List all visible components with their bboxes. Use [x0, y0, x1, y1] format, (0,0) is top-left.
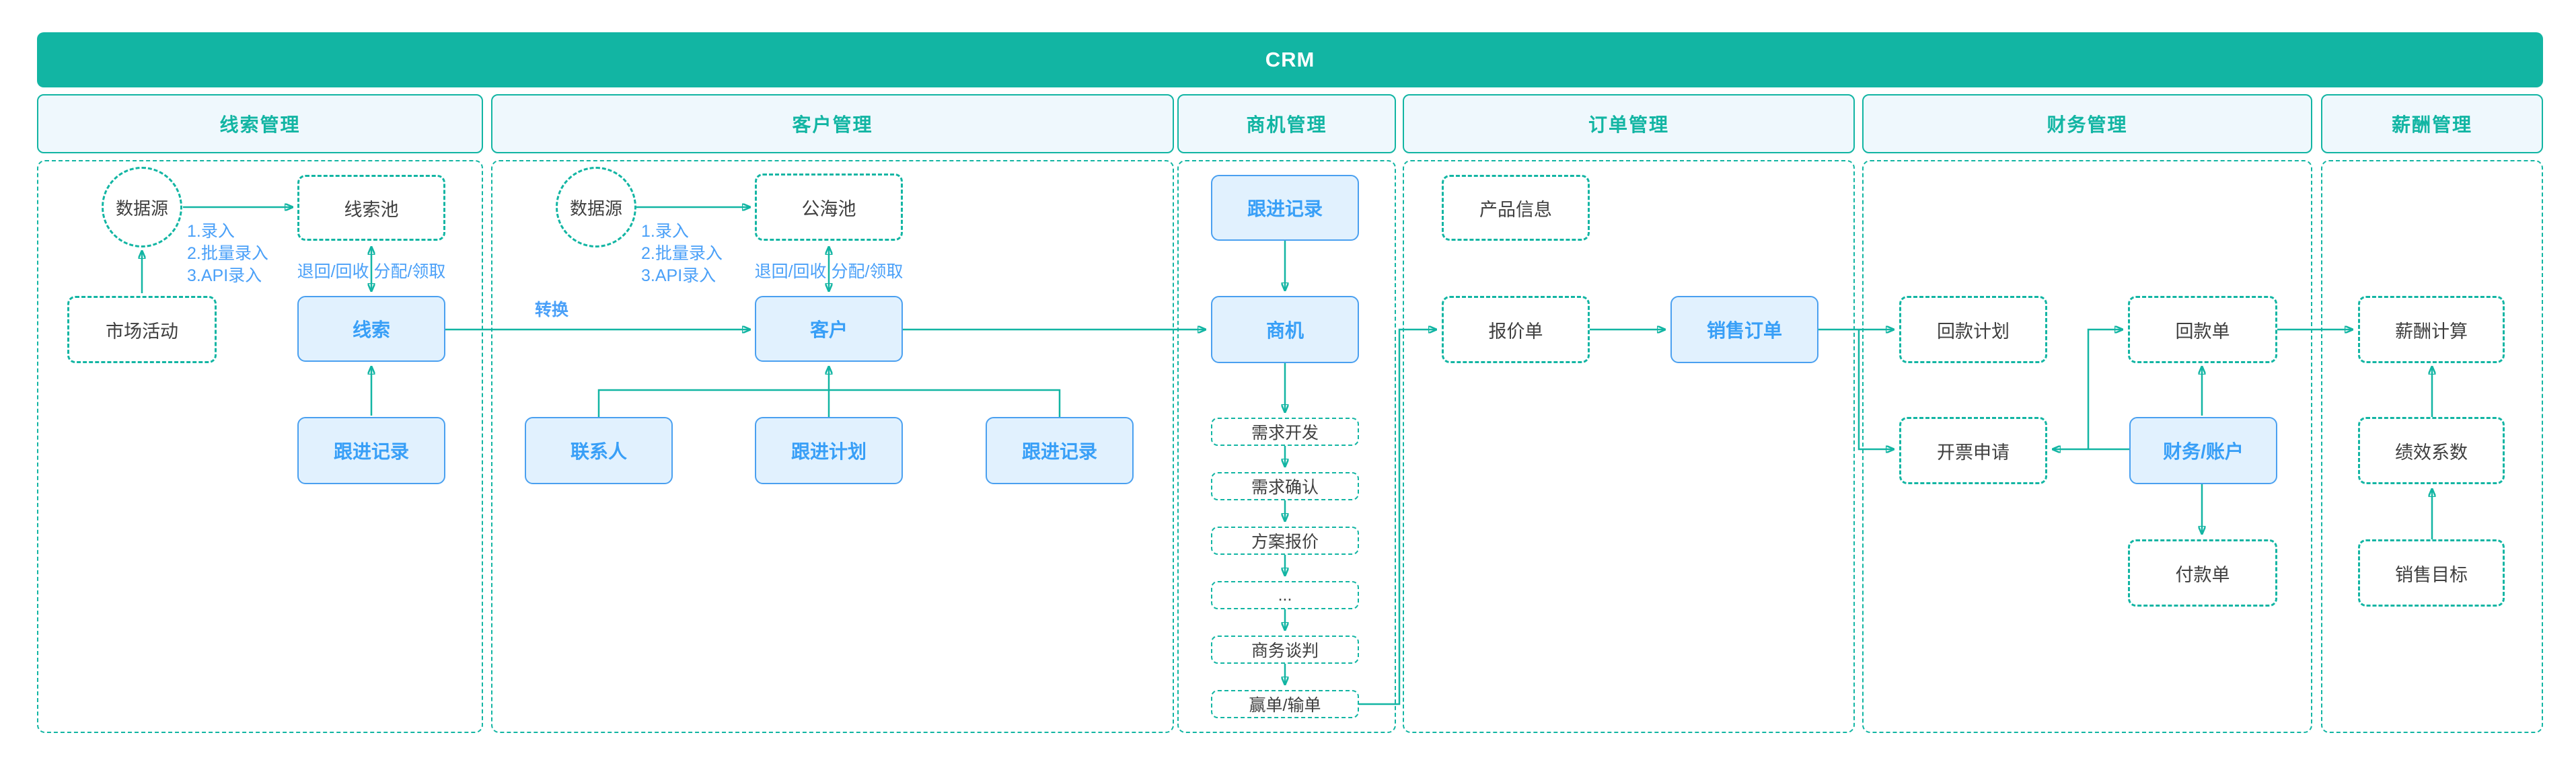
node-label: ... [1278, 585, 1292, 605]
node-label: 付款单 [2175, 564, 2230, 585]
section-title: 薪酬管理 [2391, 114, 2472, 135]
node-open-sea-pool: 公海池 [755, 174, 903, 241]
node-sales-target: 销售目标 [2358, 539, 2505, 607]
node-label: 回款计划 [1937, 321, 2010, 342]
node-performance-factor: 绩效系数 [2358, 417, 2505, 484]
node-product-info: 产品信息 [1442, 175, 1590, 241]
annotation-entry-methods-2: 1.录入 2.批量录入 3.API录入 [641, 222, 723, 285]
node-label: 产品信息 [1479, 199, 1552, 220]
node-label: 销售目标 [2395, 564, 2468, 585]
section-body-payroll-mgmt [2321, 160, 2543, 733]
section-body-lead-mgmt [37, 160, 483, 733]
node-followup-record-2: 跟进记录 [986, 417, 1134, 484]
node-salary-calculation: 薪酬计算 [2358, 296, 2505, 363]
node-label: 跟进计划 [790, 441, 867, 462]
node-quotation: 报价单 [1442, 296, 1590, 363]
node-label: 需求开发 [1251, 424, 1319, 443]
node-label: 赢单/输单 [1249, 696, 1321, 715]
node-label: 方案报价 [1251, 533, 1319, 551]
node-lead: 线索 [297, 296, 445, 362]
node-label: 商机 [1265, 320, 1304, 341]
node-label: 公海池 [801, 198, 856, 219]
node-label: 客户 [809, 319, 848, 340]
node-label: 数据源 [569, 198, 622, 219]
node-label: 数据源 [115, 198, 168, 219]
node-label: 市场活动 [106, 321, 178, 342]
annotation-pool-ops-2: 退回/回收 分配/领取 [754, 262, 904, 281]
section-title: 商机管理 [1246, 114, 1327, 135]
section-header-opportunity-mgmt: 商机管理 [1177, 94, 1396, 153]
node-label: 商务谈判 [1251, 642, 1319, 660]
node-lead-pool: 线索池 [297, 175, 445, 241]
node-stage-win-loss: 赢单/输单 [1211, 690, 1359, 718]
node-label: 跟进记录 [333, 441, 409, 462]
node-label: 报价单 [1488, 321, 1543, 342]
node-stage-demand-dev: 需求开发 [1211, 418, 1359, 446]
annotation-convert: 转换 [534, 301, 568, 319]
node-sales-order: 销售订单 [1670, 296, 1818, 363]
node-finance-account: 财务/账户 [2129, 417, 2277, 484]
node-label: 需求确认 [1251, 478, 1319, 497]
node-label: 财务/账户 [2163, 441, 2244, 462]
node-stage-proposal-quote: 方案报价 [1211, 527, 1359, 555]
section-header-payroll-mgmt: 薪酬管理 [2321, 94, 2543, 153]
node-label: 销售订单 [1706, 320, 1782, 341]
section-header-lead-mgmt: 线索管理 [37, 94, 483, 153]
node-label: 联系人 [570, 441, 627, 462]
node-label: 开票申请 [1937, 442, 2010, 463]
section-header-finance-mgmt: 财务管理 [1862, 94, 2312, 153]
node-market-campaign: 市场活动 [67, 296, 217, 363]
section-title: 客户管理 [792, 114, 873, 135]
node-receipt-bill: 回款单 [2128, 296, 2277, 363]
node-stage-negotiation: 商务谈判 [1211, 636, 1359, 664]
section-header-customer-mgmt: 客户管理 [491, 94, 1174, 153]
node-label: 跟进记录 [1247, 198, 1323, 219]
node-label: 薪酬计算 [2395, 321, 2468, 342]
node-payment-plan: 回款计划 [1899, 296, 2047, 363]
node-label: 跟进记录 [1021, 441, 1097, 462]
node-stage-demand-confirm: 需求确认 [1211, 472, 1359, 500]
section-body-customer-mgmt [491, 160, 1174, 733]
annotation-pool-ops-1: 退回/回收 分配/领取 [297, 262, 446, 281]
node-stage-ellipsis: ... [1211, 581, 1359, 609]
node-data-source-2: 数据源 [556, 167, 636, 247]
node-payment-bill: 付款单 [2128, 539, 2277, 607]
node-data-source-1: 数据源 [102, 167, 182, 247]
node-followup-record-1: 跟进记录 [297, 417, 445, 484]
section-header-order-mgmt: 订单管理 [1403, 94, 1855, 153]
node-label: 回款单 [2175, 321, 2230, 342]
section-title: 订单管理 [1588, 114, 1669, 135]
node-opportunity: 商机 [1211, 296, 1359, 363]
node-customer: 客户 [755, 296, 903, 362]
crm-title-bar: CRM [37, 32, 2543, 87]
section-body-order-mgmt [1403, 160, 1855, 733]
node-label: 线索池 [344, 199, 399, 220]
node-label: 绩效系数 [2395, 442, 2468, 463]
node-invoice-request: 开票申请 [1899, 417, 2047, 484]
app-title: CRM [1265, 48, 1315, 71]
node-followup-plan: 跟进计划 [755, 417, 903, 484]
annotation-entry-methods-1: 1.录入 2.批量录入 3.API录入 [187, 222, 268, 285]
node-followup-record-3: 跟进记录 [1211, 175, 1359, 241]
section-title: 线索管理 [219, 114, 301, 135]
node-label: 线索 [352, 319, 390, 340]
section-title: 财务管理 [2047, 114, 2128, 135]
node-contact: 联系人 [525, 417, 673, 484]
